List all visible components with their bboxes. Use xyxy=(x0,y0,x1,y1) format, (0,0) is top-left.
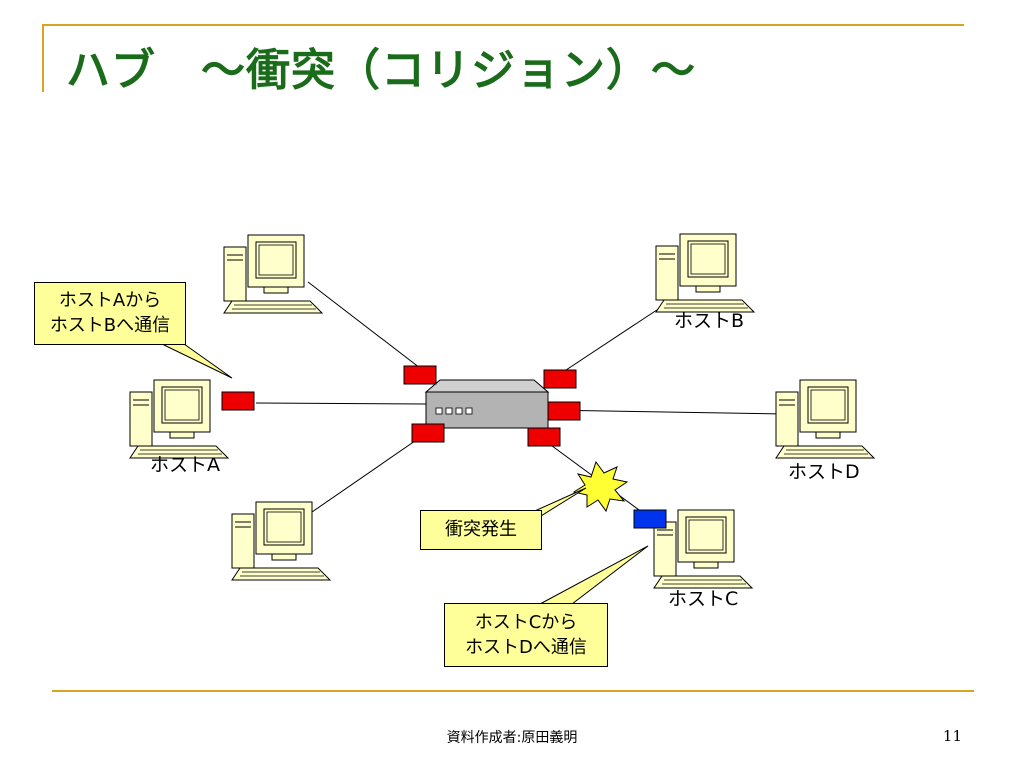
footer-rule xyxy=(52,690,974,692)
packet-red-hub-bottom-left xyxy=(411,423,445,443)
footer-author: 資料作成者:原田義明 xyxy=(446,730,578,746)
slide-title: ハブ ～衝突（コリジョン）～ xyxy=(66,45,696,96)
cables xyxy=(255,281,787,519)
computer-host-c-icon xyxy=(653,509,753,589)
cable-host-b xyxy=(559,299,673,375)
packet-red-hub-right xyxy=(547,401,581,421)
callout-collision-text: 衝突発生 xyxy=(445,519,517,540)
host-a-label: ホストA xyxy=(150,454,220,476)
host-b-label: ホストB xyxy=(674,310,745,332)
callout-a-line-2: ホストBへ通信 xyxy=(49,315,171,336)
host-d-label: ホストD xyxy=(788,461,860,483)
page-number: 11 xyxy=(942,727,962,745)
computer-top-left-icon xyxy=(223,234,323,314)
host-c-label: ホストC xyxy=(668,588,739,610)
callout-c-line-1: ホストCから xyxy=(474,612,578,633)
packet-red-hub-top-right xyxy=(543,369,577,389)
computer-host-d-icon xyxy=(775,379,875,459)
packets xyxy=(221,365,667,529)
cable-top-left xyxy=(307,281,421,369)
cable-bottom-left xyxy=(311,431,429,513)
title-frame-left xyxy=(42,24,44,92)
packet-red-host-a xyxy=(221,391,255,411)
computer-host-b-icon xyxy=(655,233,755,313)
callout-c-line-2: ホストDへ通信 xyxy=(465,637,587,658)
title-frame-top xyxy=(42,24,964,26)
computer-host-a-icon xyxy=(129,379,229,459)
packet-red-hub-top-left xyxy=(403,365,437,385)
callout-a-line-1: ホストAから xyxy=(58,290,162,311)
packet-blue-host-c xyxy=(633,509,667,529)
cable-host-a xyxy=(255,402,427,405)
callout-a-to-b: ホストAから ホストBへ通信 xyxy=(34,282,186,345)
hub-icon xyxy=(424,379,550,429)
callout-c-to-d: ホストCから ホストDへ通信 xyxy=(444,603,608,667)
packet-red-hub-bottom-right xyxy=(527,427,561,447)
collision-burst-icon xyxy=(572,460,629,513)
computer-bottom-left-icon xyxy=(231,501,331,581)
cable-host-d xyxy=(545,409,787,415)
callout-a-pointer xyxy=(161,343,233,379)
callout-c-pointer xyxy=(539,545,649,605)
callout-collision: 衝突発生 xyxy=(420,510,542,550)
